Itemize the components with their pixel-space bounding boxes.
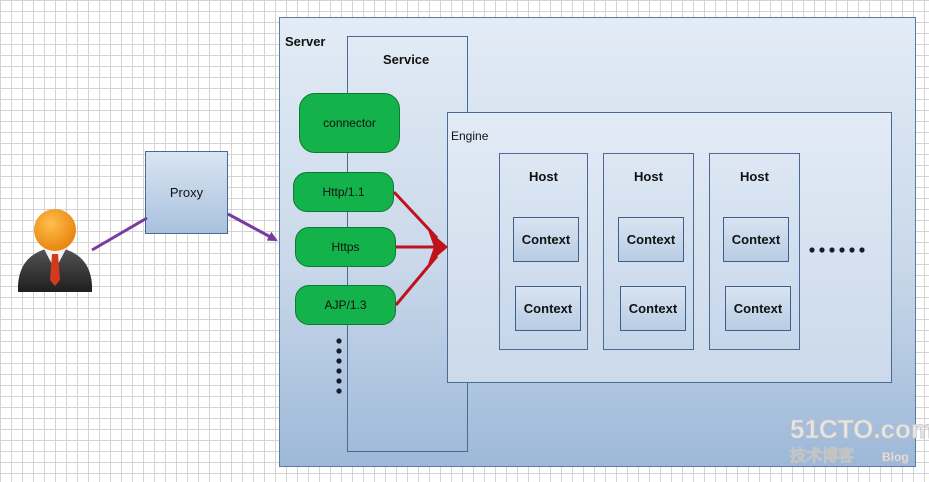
watermark: 51CTO.com 技术博客 Blog <box>790 414 929 466</box>
watermark-tag: Blog <box>882 450 909 464</box>
host-label-2: Host <box>634 169 663 184</box>
context-box-1-1: Context <box>513 217 579 262</box>
purple-arrows <box>91 212 278 252</box>
context-box-1-2: Context <box>515 286 581 331</box>
connector-ajp13: AJP/1.3 <box>295 285 396 325</box>
red-arrows <box>392 190 448 306</box>
watermark-sub: 技术博客 <box>790 446 855 465</box>
host-label-1: Host <box>529 169 558 184</box>
watermark-main: 51CTO.com <box>790 414 929 444</box>
connector-https: Https <box>295 227 396 267</box>
proxy-box: Proxy <box>145 151 228 234</box>
server-label: Server <box>285 34 326 49</box>
horizontal-ellipsis-icon <box>809 247 865 253</box>
context-box-3-2: Context <box>725 286 791 331</box>
connector-box: connector <box>299 93 400 153</box>
connector-http11: Http/1.1 <box>293 172 394 212</box>
vertical-ellipsis-icon <box>336 338 342 394</box>
context-box-2-2: Context <box>620 286 686 331</box>
context-box-3-1: Context <box>723 217 789 262</box>
host-label-3: Host <box>740 169 769 184</box>
service-label: Service <box>383 52 430 67</box>
context-box-2-1: Context <box>618 217 684 262</box>
engine-label: Engine <box>451 129 489 143</box>
user-icon <box>18 209 92 292</box>
